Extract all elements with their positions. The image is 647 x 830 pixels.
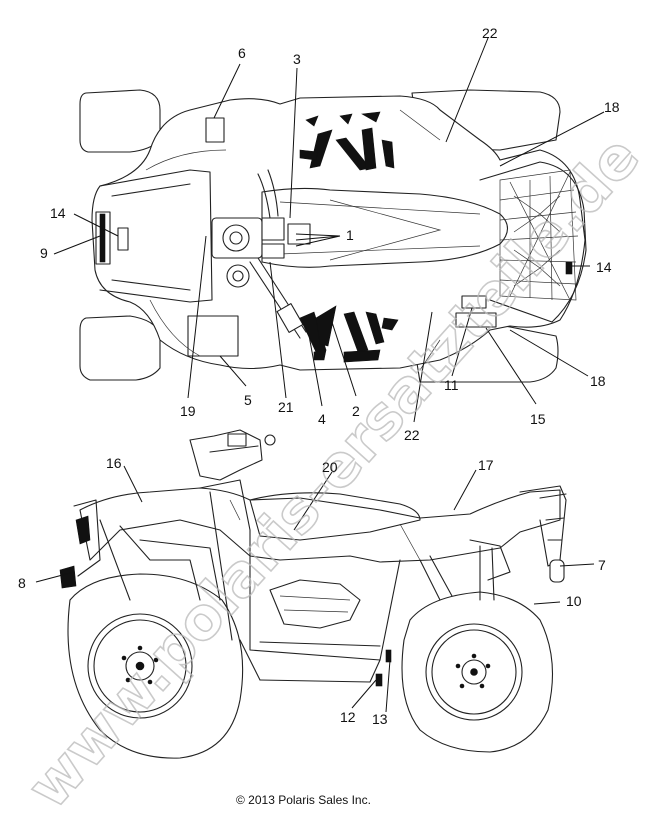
callout-21: 21 (278, 399, 294, 415)
callout-2: 2 (352, 403, 360, 419)
top-graphics-lower (299, 305, 399, 363)
callout-15: 15 (530, 411, 546, 427)
front-rack (479, 161, 587, 323)
callout-18-top: 18 (604, 99, 620, 115)
callout-9: 9 (40, 245, 48, 261)
callout-19: 19 (180, 403, 196, 419)
callout-labels: 6 3 22 18 14 1 9 14 18 11 5 2 19 21 4 15… (18, 25, 620, 727)
front-wheel (401, 591, 554, 753)
callout-6: 6 (238, 45, 246, 61)
top-graphics-upper (299, 111, 395, 171)
callout-20: 20 (322, 459, 338, 475)
callout-14-left: 14 (50, 205, 66, 221)
callout-17: 17 (478, 457, 494, 473)
callout-10: 10 (566, 593, 582, 609)
top-view-atv (79, 89, 587, 383)
callout-14-right: 14 (596, 259, 612, 275)
callout-4: 4 (318, 411, 326, 427)
copyright-text: © 2013 Polaris Sales Inc. (236, 793, 371, 807)
callout-13: 13 (372, 711, 388, 727)
callout-11: 11 (444, 377, 459, 393)
callout-8: 8 (18, 575, 26, 591)
callout-5: 5 (244, 392, 252, 408)
callout-1: 1 (346, 227, 354, 243)
callout-7: 7 (598, 557, 606, 573)
callout-16: 16 (106, 455, 122, 471)
side-view-atv (59, 429, 567, 759)
callout-22-bottom: 22 (404, 427, 420, 443)
callout-22-top: 22 (482, 25, 498, 41)
callout-18-bottom: 18 (590, 373, 606, 389)
callout-12: 12 (340, 709, 356, 725)
rear-wheel (67, 573, 244, 759)
callout-3: 3 (293, 51, 301, 67)
leader-lines (35, 37, 605, 713)
